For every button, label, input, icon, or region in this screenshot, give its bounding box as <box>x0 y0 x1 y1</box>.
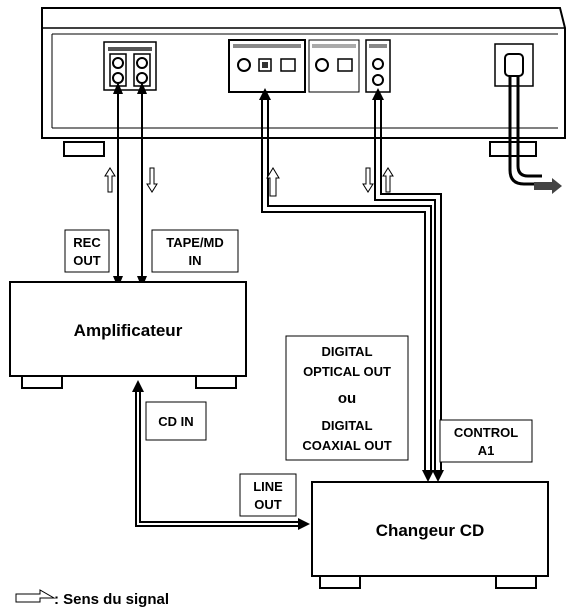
power-socket <box>494 43 534 87</box>
cable-control <box>372 88 444 482</box>
rec-out-label-box: REC OUT <box>64 229 110 273</box>
digital-label-box: DIGITAL OPTICAL OUT ou DIGITAL COAXIAL O… <box>285 335 409 461</box>
line-out-label-box: LINE OUT <box>239 473 297 517</box>
tape-md-label-box: TAPE/MD IN <box>151 229 239 273</box>
digital-line1: DIGITAL <box>321 344 372 359</box>
power-cable <box>508 76 562 194</box>
amplifier-label: Amplificateur <box>74 321 183 340</box>
line-out-line2: OUT <box>254 497 282 512</box>
digital-line3: ou <box>338 390 356 407</box>
digital-line2: OPTICAL OUT <box>303 364 391 379</box>
control-label-box: CONTROL A1 <box>439 419 533 463</box>
amplifier-unit: Amplificateur <box>9 281 247 389</box>
analog-jacks <box>103 41 157 91</box>
signal-arrow-up-icon <box>104 167 116 193</box>
control-line2: A1 <box>478 443 495 458</box>
control-line1: CONTROL <box>454 425 518 440</box>
cable-cd-in <box>132 380 310 530</box>
cd-changer-unit: Changeur CD <box>311 481 549 589</box>
deck-foot-right <box>489 141 537 157</box>
tape-md-line2: IN <box>189 253 202 268</box>
power-arrow-icon <box>534 178 562 194</box>
deck-foot-left <box>63 141 105 157</box>
deck-rear-panel <box>41 7 566 157</box>
cd-in-text: CD IN <box>158 414 193 429</box>
signal-arrow-control-up-icon <box>382 167 394 193</box>
signal-arrow-digital-icon <box>266 167 280 197</box>
rec-out-line2: OUT <box>73 253 101 268</box>
control-jacks <box>365 39 391 93</box>
line-out-line1: LINE <box>253 479 283 494</box>
signal-arrow-control-down-icon <box>362 167 374 193</box>
changer-label: Changeur CD <box>376 521 485 540</box>
rec-out-line1: REC <box>73 235 101 250</box>
signal-direction-arrow-icon <box>15 589 56 603</box>
digital-line5: COAXIAL OUT <box>302 438 391 453</box>
tape-md-line1: TAPE/MD <box>166 235 224 250</box>
legend-text: : Sens du signal <box>54 591 169 608</box>
digital-jacks <box>228 39 360 93</box>
cd-in-label-box: CD IN <box>145 401 207 441</box>
legend: : Sens du signal <box>15 589 169 608</box>
cable-digital <box>259 88 434 482</box>
signal-arrow-down-icon <box>146 167 158 193</box>
digital-line4: DIGITAL <box>321 418 372 433</box>
